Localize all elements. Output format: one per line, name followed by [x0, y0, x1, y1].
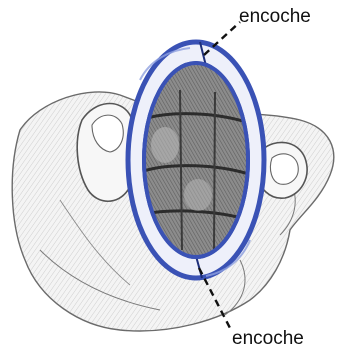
notch-label-top: encoche	[239, 7, 311, 26]
notch-label-bottom: encoche	[232, 329, 304, 348]
